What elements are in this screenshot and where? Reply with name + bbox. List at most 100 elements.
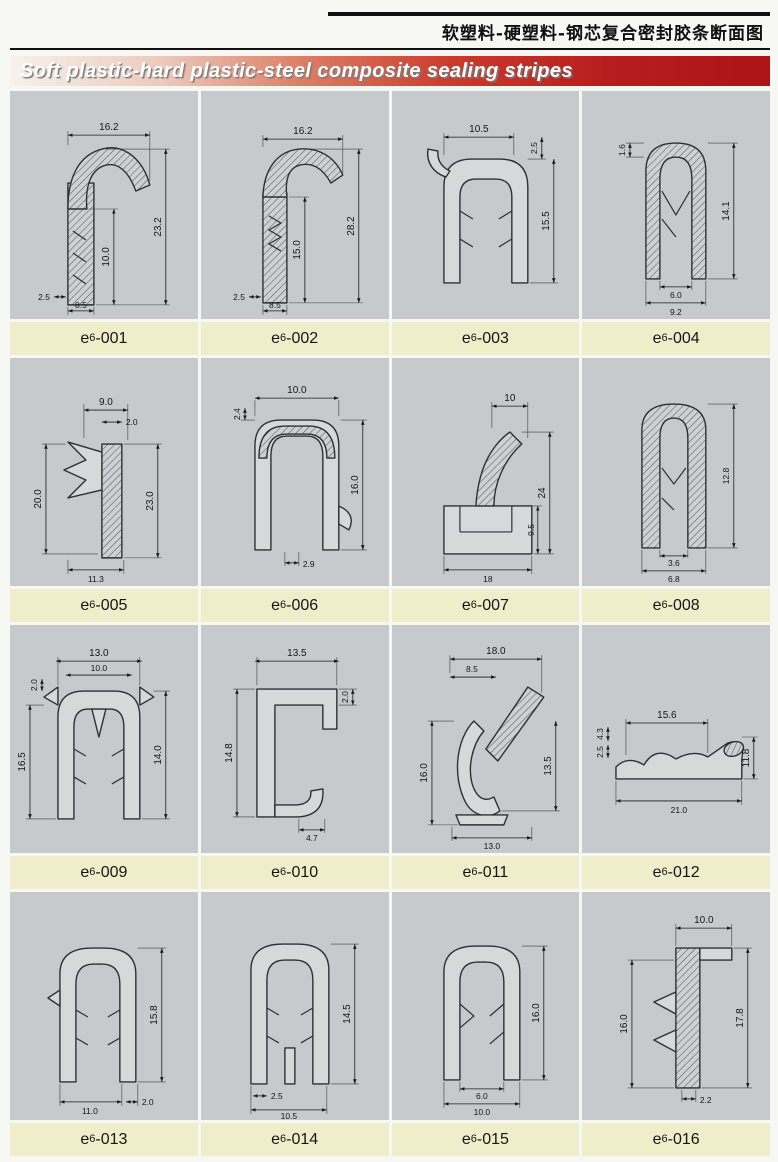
- dim-label: 10.5: [280, 1111, 297, 1120]
- dim-label: 16.5: [17, 752, 28, 772]
- profile-diagram: 14.5 2.5 10.5: [249, 943, 359, 1120]
- label-sub: 6: [661, 599, 668, 611]
- dim-label: 16.0: [418, 763, 429, 783]
- dim-label: 15.8: [149, 1005, 160, 1025]
- dim-label: 10.0: [101, 247, 112, 267]
- profile-cell-e6-014: 14.5 2.5 10.5: [200, 892, 389, 1120]
- dim-label: 28.2: [346, 216, 357, 236]
- label-sub: 6: [280, 1133, 287, 1145]
- dim-label: 4.7: [306, 833, 318, 843]
- profile-cell-e6-004: 1.6 14.1 6.0 9.2: [582, 91, 770, 319]
- dimension-annotations: 15.6 4.3 2.5 11.8 21.0: [595, 710, 759, 815]
- dimension-annotations: 18.0 8.5 16.0 13.5 13.0: [418, 646, 560, 851]
- dim-label: 14.1: [721, 201, 732, 221]
- dimension-annotations: 16.2 28.2 15.0 2.5 8.5: [233, 126, 363, 315]
- label-base: e: [652, 596, 662, 614]
- label-base: e: [652, 1130, 662, 1148]
- dimension-annotations: 10.5 2.5 15.5: [443, 124, 558, 284]
- profile-diagram: 15.8 11.0 2.0: [47, 947, 166, 1116]
- dim-label: 10: [504, 393, 516, 404]
- dim-label: 2.4: [232, 408, 242, 420]
- dim-label: 16.0: [530, 1003, 541, 1023]
- profile-cell-e6-001: 16.2 23.2 10.0 2.5 8.5: [10, 91, 198, 319]
- profile-diagram: 13.5 2.0 14.8 4.7: [224, 648, 357, 843]
- dim-label: 18.0: [486, 646, 506, 657]
- dim-label: 2.0: [126, 417, 138, 427]
- page-title-cn: 软塑料-硬塑料-钢芯复合密封胶条断面图: [441, 24, 764, 44]
- label-sub: 6: [280, 866, 287, 878]
- dim-label: 21.0: [671, 805, 688, 815]
- dim-label: 13.0: [483, 841, 500, 851]
- dim-label: 18: [483, 574, 493, 584]
- dim-label: 14.8: [224, 743, 235, 763]
- page-header: 软塑料-硬塑料-钢芯复合密封胶条断面图 Soft plastic-hard pl…: [10, 12, 770, 86]
- dimension-annotations: 14.5 2.5 10.5: [250, 943, 359, 1120]
- profile-cell-e6-006: 2.4 10.0 16.0 2.9: [200, 358, 389, 586]
- profile-cell-e6-003: 10.5 2.5 15.5: [391, 91, 580, 319]
- profile-diagram: 10.5 2.5 15.5: [426, 124, 558, 284]
- dim-label: 13.5: [287, 648, 307, 659]
- profile-shape: [641, 403, 707, 549]
- profile-shape: [43, 686, 155, 820]
- label-base: e: [652, 863, 662, 881]
- dim-label: 15.0: [292, 240, 303, 260]
- label-sub: 6: [661, 866, 668, 878]
- dim-label: 11.0: [82, 1106, 98, 1116]
- dim-label: 16.2: [99, 122, 119, 133]
- dim-label: 2.5: [233, 292, 245, 302]
- dim-label: 23.2: [153, 217, 164, 237]
- profile-diagram: 16.0 6.0 10.0: [442, 945, 548, 1117]
- dim-label: 8.5: [269, 300, 281, 310]
- label-num: -012: [667, 863, 700, 881]
- profile-shape: [255, 688, 338, 818]
- dim-label: 6.0: [475, 1091, 487, 1101]
- dim-label: 8.5: [466, 664, 478, 674]
- profile-shape: [442, 431, 533, 555]
- label-sub: 6: [661, 1133, 668, 1145]
- label-base: e: [80, 1130, 90, 1148]
- label-num: -004: [667, 329, 700, 347]
- profile-diagram: 10 24 9.5 18: [442, 393, 554, 584]
- dim-label: 2.0: [340, 691, 350, 703]
- label-base: e: [462, 863, 472, 881]
- dim-label: 13.5: [542, 756, 553, 776]
- dim-label: 15.5: [540, 211, 551, 231]
- profile-cell-e6-005: 9.0 2.0 20.0 23.0 11.3: [10, 358, 198, 586]
- profile-shape: [63, 441, 123, 559]
- label-base: e: [652, 329, 662, 347]
- dim-label: 2.2: [700, 1095, 712, 1105]
- dim-label: 11.8: [741, 748, 752, 767]
- label-num: -009: [95, 863, 128, 881]
- label-base: e: [271, 1130, 280, 1148]
- label-sub: 6: [280, 599, 287, 611]
- profile-shape: [261, 148, 344, 304]
- label-sub: 6: [280, 332, 287, 344]
- dim-label: 3.6: [668, 558, 680, 568]
- dim-label: 16.0: [619, 1014, 630, 1034]
- dim-label: 10.0: [473, 1107, 490, 1117]
- dim-label: 24: [536, 487, 547, 499]
- profile-grid: 16.2 23.2 10.0 2.5 8.5: [10, 91, 770, 1156]
- label-base: e: [271, 329, 280, 347]
- profile-shape: [249, 943, 330, 1085]
- dim-label: 14.5: [342, 1004, 353, 1024]
- label-base: e: [80, 863, 90, 881]
- label-num: -014: [286, 1130, 319, 1148]
- label-sub: 6: [471, 866, 478, 878]
- profile-cell-e6-012: 15.6 4.3 2.5 11.8 21.0: [582, 625, 770, 853]
- profile-shape: [442, 945, 521, 1081]
- label-num: -008: [667, 596, 700, 614]
- profile-shape: [253, 419, 352, 551]
- dim-label: 10.0: [694, 915, 714, 926]
- profile-shape: [615, 740, 745, 780]
- dimension-annotations: 9.0 2.0 20.0 23.0 11.3: [33, 397, 162, 584]
- profile-diagram: 16.2 23.2 10.0 2.5 8.5: [38, 122, 170, 315]
